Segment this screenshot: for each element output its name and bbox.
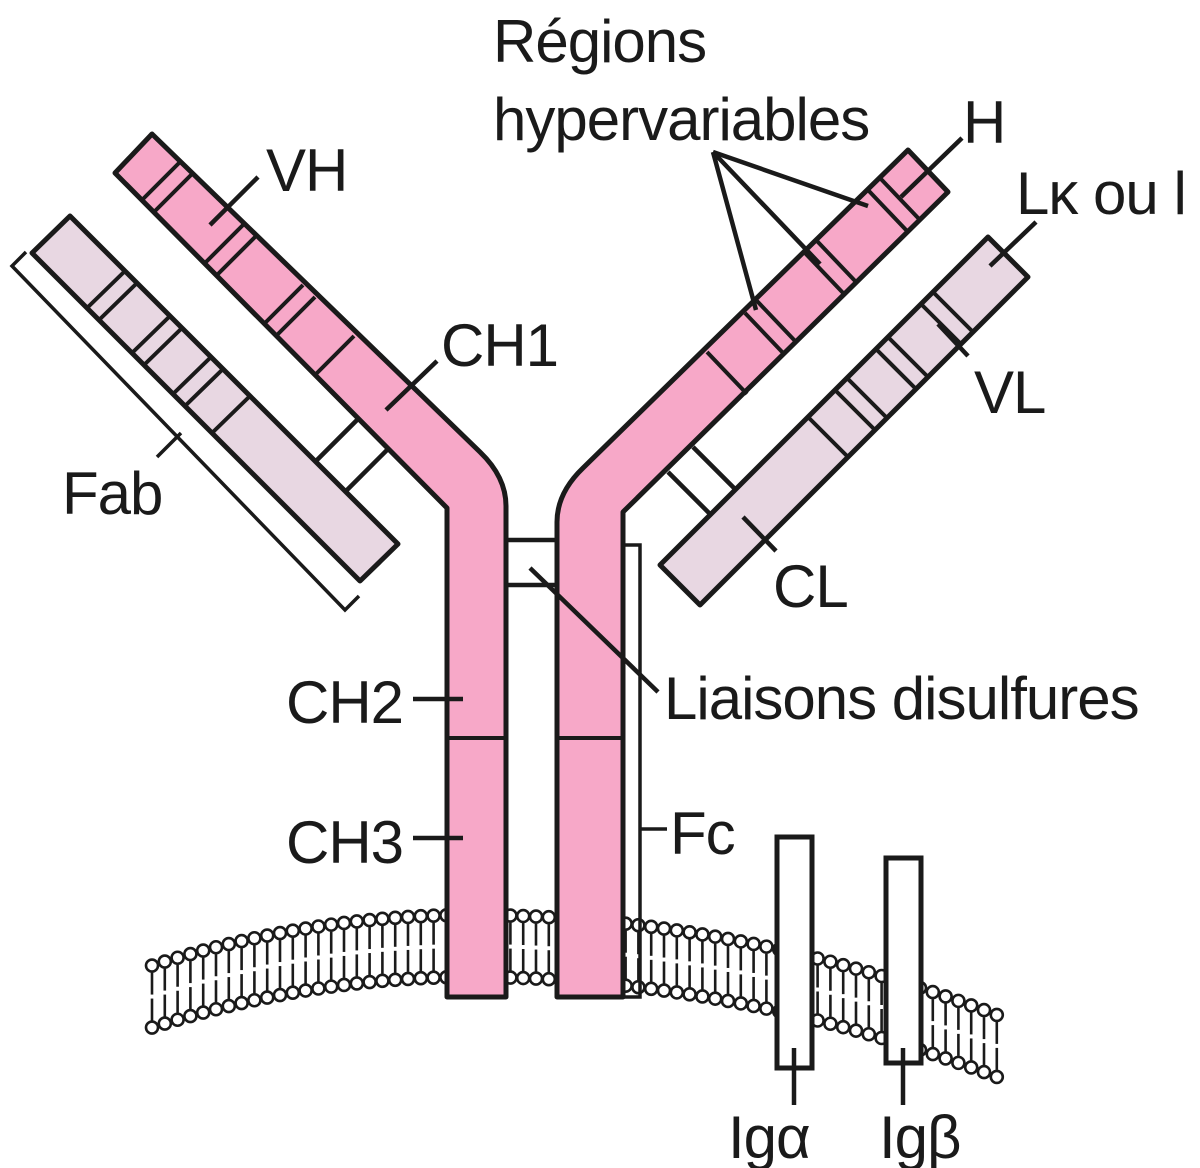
hypervariable-fan-line-3 — [710, 151, 759, 311]
fc-bracket — [623, 543, 667, 999]
vl-pointer-line — [936, 322, 970, 358]
light-chain-right-body — [657, 234, 1031, 608]
heavy-chain-left-hypervariable-stripes — [140, 160, 506, 740]
label-fc: Fc — [670, 800, 735, 867]
heavy-chain-left-body — [112, 131, 509, 1000]
light-chain-left-body — [29, 213, 401, 584]
heavy-chain-right-hypervariable-stripes — [557, 176, 922, 740]
ig-alpha-receptor — [774, 834, 815, 1071]
hypervariable-fan-line-2 — [711, 150, 822, 266]
heavy-chain-left — [112, 131, 509, 1000]
disulfide-bond-lines — [313, 417, 737, 588]
light-chain-left — [29, 213, 401, 584]
label-ig-alpha: Igα — [728, 1104, 810, 1168]
label-ch3: CH3 — [286, 809, 403, 876]
annotation-lines — [208, 136, 1038, 1105]
ch1-pointer-line — [384, 359, 439, 412]
cl-pointer-line — [741, 515, 778, 553]
label-ig-beta: Igβ — [879, 1104, 961, 1168]
label-ch1: CH1 — [441, 312, 558, 379]
label-vl: VL — [974, 359, 1045, 426]
lk-pointer-line — [988, 220, 1038, 268]
h-pointer-line — [899, 136, 964, 199]
ig-beta-receptor — [883, 855, 924, 1066]
fab-bracket — [9, 250, 361, 613]
label-h: H — [963, 89, 1005, 156]
label-regions-hypervariables-line1: Régions — [493, 8, 706, 75]
label-ch2: CH2 — [286, 669, 403, 736]
light-chain-left-hypervariable-stripes — [85, 269, 252, 435]
label-fab: Fab — [62, 460, 162, 527]
label-l-kappa-ou-l: Lκ ou l — [1016, 160, 1186, 227]
hypervariable-fan-line-1 — [712, 149, 869, 209]
label-vh: VH — [266, 137, 347, 204]
vh-pointer-line — [208, 175, 260, 227]
label-liaisons-disulfures: Liaisons disulfures — [664, 665, 1139, 732]
label-regions-hypervariables-line2: hypervariables — [493, 86, 869, 153]
heavy-chain-right — [554, 147, 951, 1000]
label-cl: CL — [773, 553, 848, 620]
liaisons-pointer-line — [528, 566, 660, 694]
